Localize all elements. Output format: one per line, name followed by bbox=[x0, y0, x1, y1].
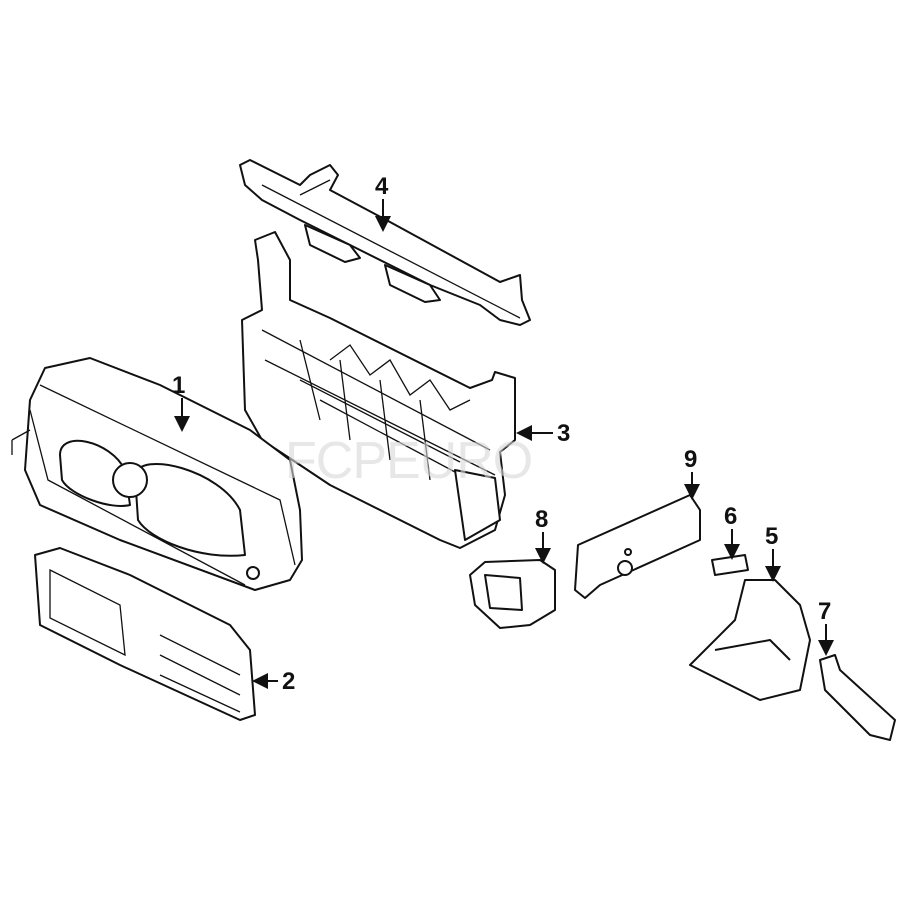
part-3-carrier bbox=[241, 231, 516, 549]
svg-text:6: 6 bbox=[724, 503, 737, 530]
svg-text:4: 4 bbox=[375, 173, 389, 200]
part-5-deflector bbox=[689, 579, 811, 701]
part-7-bracket bbox=[819, 654, 896, 741]
callout-7: 7 bbox=[818, 598, 834, 656]
callout-6: 6 bbox=[724, 503, 740, 560]
svg-text:8: 8 bbox=[535, 506, 548, 533]
watermark: FCPEURO bbox=[285, 432, 532, 490]
part-1-air-duct bbox=[11, 357, 303, 591]
svg-text:5: 5 bbox=[765, 523, 778, 550]
svg-text:2: 2 bbox=[282, 668, 295, 695]
callout-4: 4 bbox=[375, 173, 391, 232]
svg-text:7: 7 bbox=[818, 598, 831, 625]
callout-3: 3 bbox=[516, 420, 570, 447]
callout-2: 2 bbox=[252, 668, 295, 695]
callout-1: 1 bbox=[172, 372, 190, 432]
part-4-upper-support bbox=[239, 159, 531, 326]
callout-5: 5 bbox=[765, 523, 781, 582]
svg-text:3: 3 bbox=[557, 420, 570, 447]
part-6-clip bbox=[711, 554, 749, 576]
svg-text:1: 1 bbox=[172, 372, 185, 399]
svg-text:9: 9 bbox=[684, 446, 697, 473]
part-8-bracket bbox=[469, 559, 556, 629]
callout-9: 9 bbox=[684, 446, 700, 500]
callout-8: 8 bbox=[535, 506, 551, 564]
part-9-air-guide bbox=[574, 494, 701, 599]
